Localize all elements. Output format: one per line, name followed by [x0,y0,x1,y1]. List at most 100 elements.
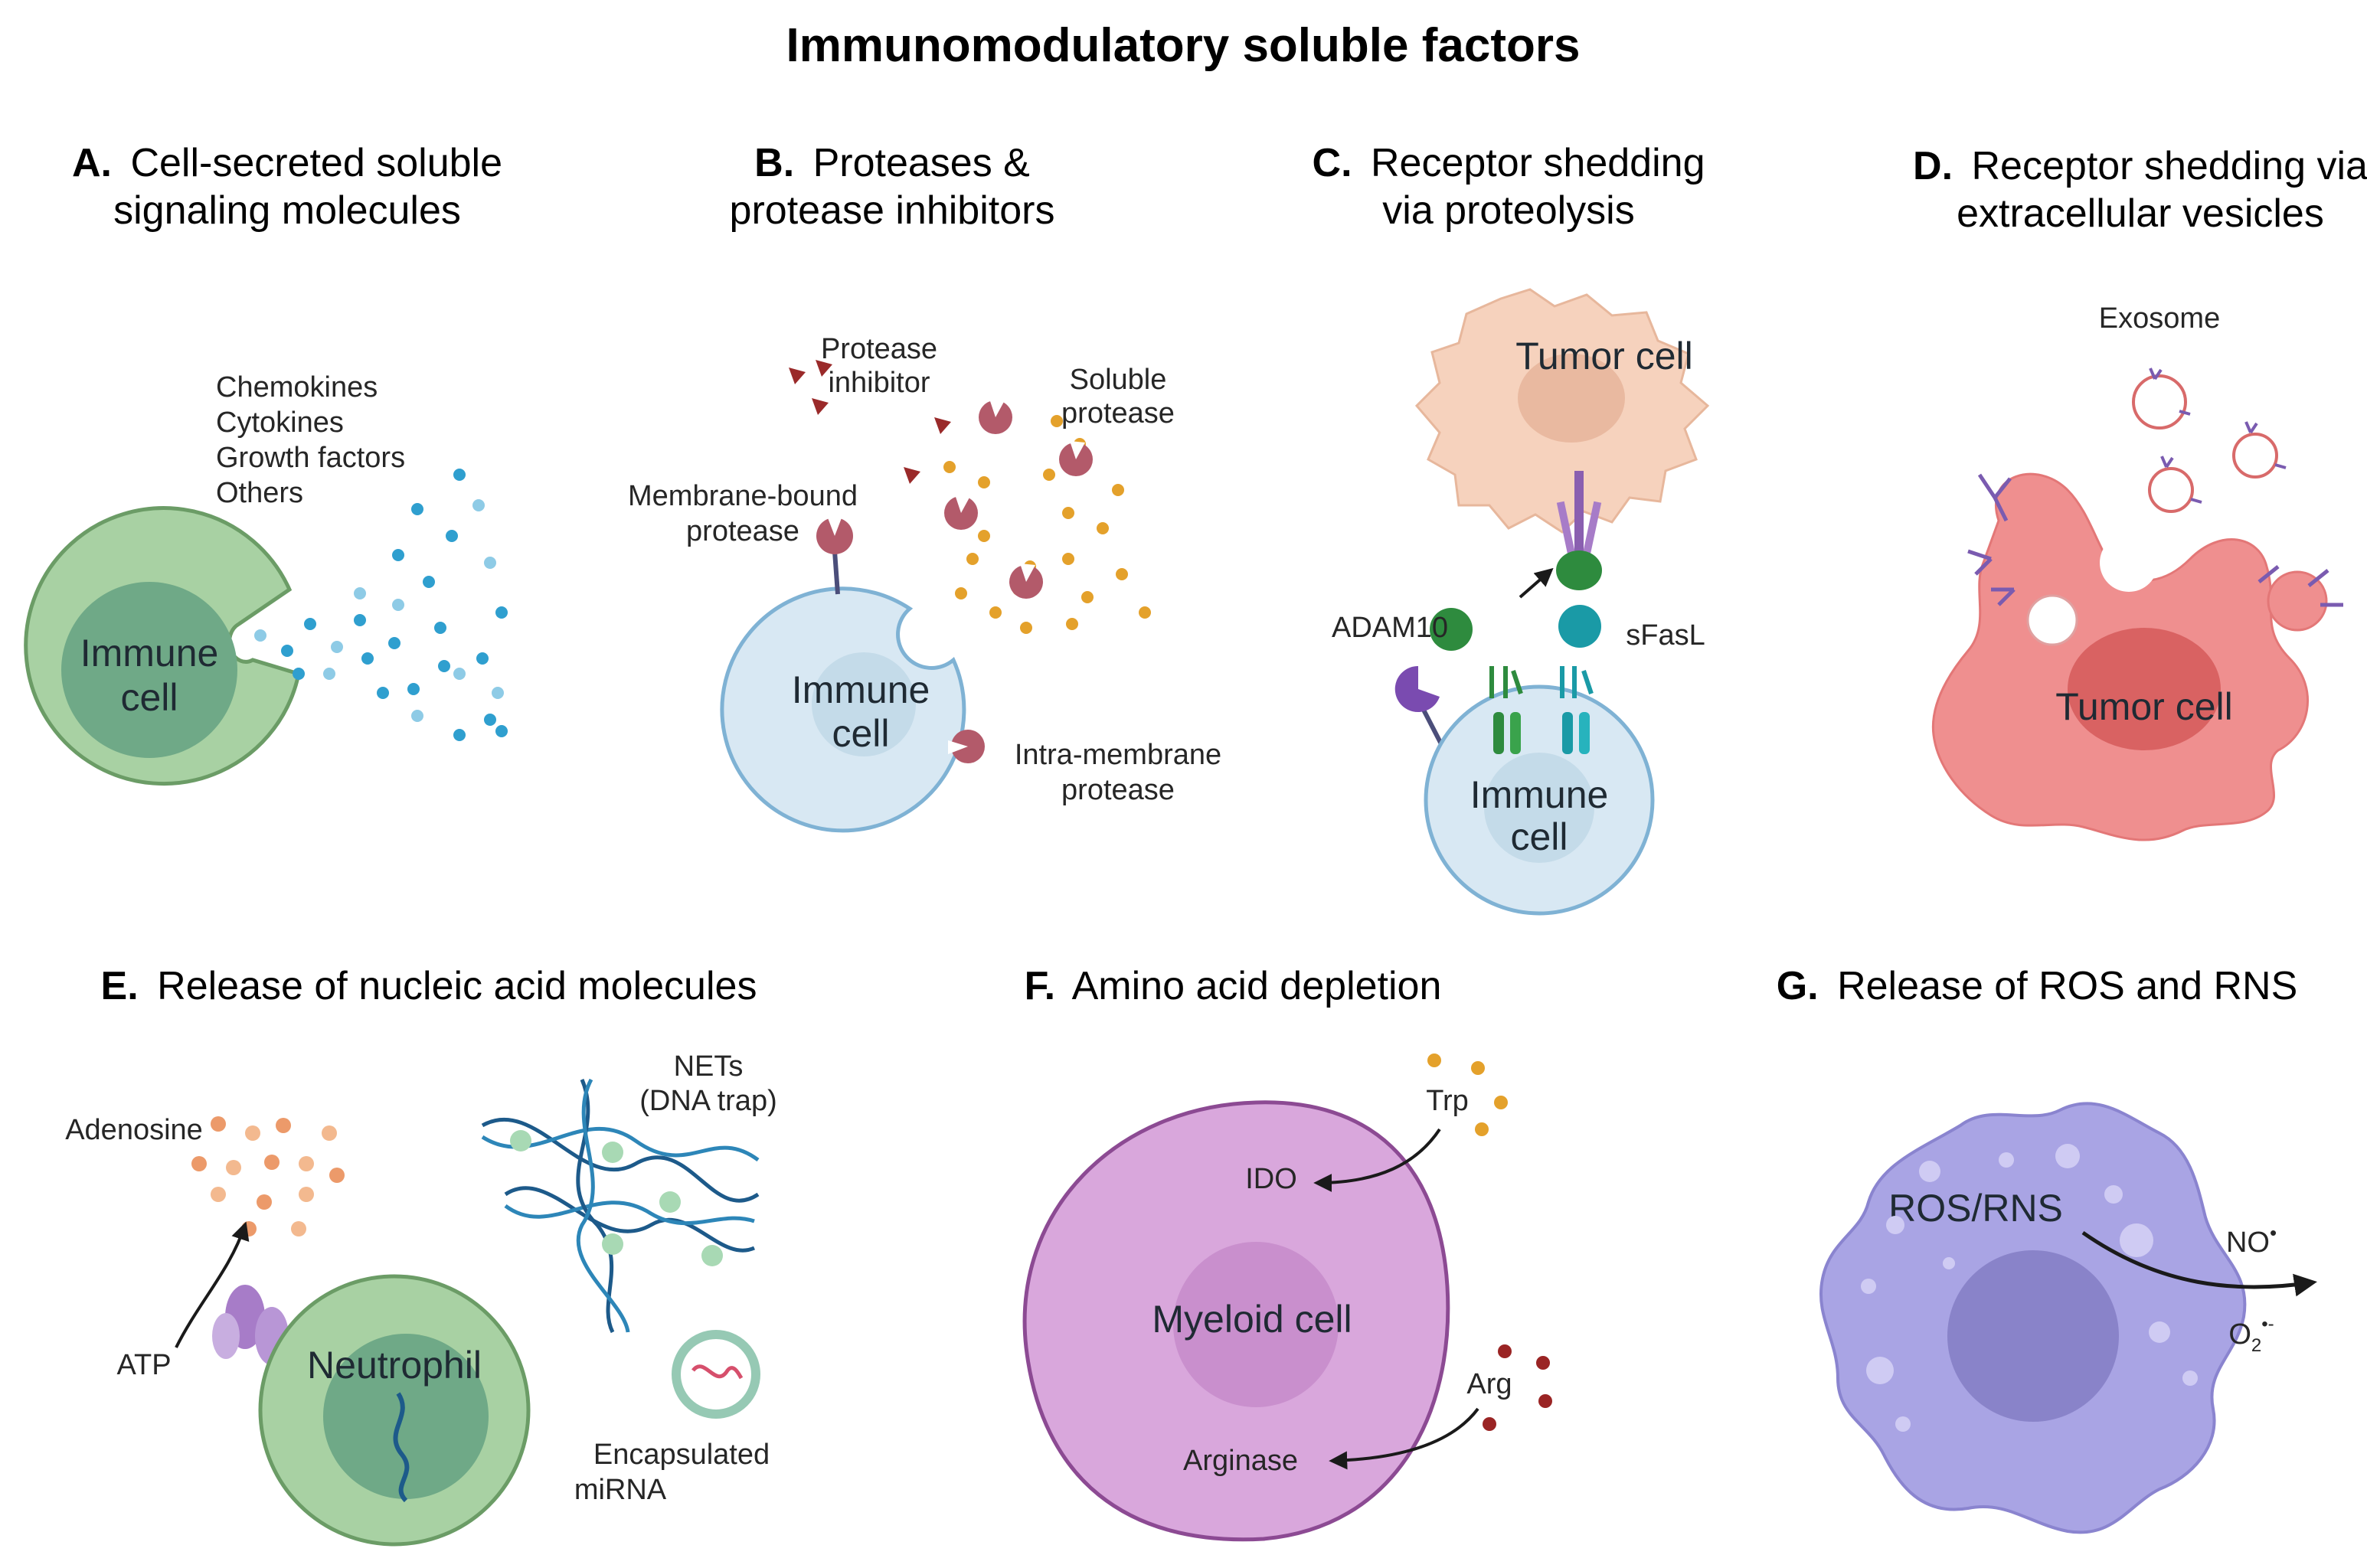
secreted-molecule [392,599,404,611]
ros-granule [1999,1152,2014,1168]
arg-arrow [1329,1407,1479,1470]
secreted-molecule [323,668,335,680]
panel-g-letter: G. [1777,964,1819,1008]
protease-substrate-dot [1066,618,1078,630]
immune-cell-b-label-line1: Immune [792,668,930,711]
secreted-molecule [254,629,266,642]
arg-molecule [1483,1417,1496,1431]
ros-granule [2149,1321,2170,1343]
immune-cell-a-label-line1: Immune [80,632,219,675]
secreted-molecule [411,710,423,722]
shedding-arrow [1519,567,1554,599]
amino-acid-molecules [1427,1054,1552,1431]
exosomes [2132,368,2287,513]
immune-cell-a-label-line2: cell [120,676,178,719]
secreted-molecule [453,729,466,741]
tumor-cell-d: Tumor cell [1931,472,2328,841]
tumor-cell-c-label: Tumor cell [1515,335,1693,377]
intra-membrane-protease-label-line2: protease [1061,774,1175,806]
immune-cell-a: Immune cell [24,506,301,786]
encapsulated-mirna-label-line1: Encapsulated [593,1439,770,1471]
protease-substrate-dot [1081,591,1094,603]
arg-molecule [1536,1356,1550,1370]
arg-molecule [1538,1394,1552,1408]
panel-b-letter: B. [754,141,794,185]
adam10-label: ADAM10 [1332,612,1448,644]
protease-field [789,360,1151,634]
protease-substrate-dot [1020,622,1032,634]
adenosine-molecule [211,1187,226,1202]
atp-label: ATP [116,1349,171,1381]
secreted-molecule [434,622,446,634]
panel-d-title-line1: Receptor shedding via [1972,144,2367,188]
neutrophil: Neutrophil [258,1274,531,1547]
secreted-molecule [423,576,435,588]
immune-cell-b-nucleus [812,652,916,756]
exosome-label: Exosome [2099,302,2220,335]
no-radical-label: NO• [2226,1221,2277,1259]
secreted-molecule [495,725,508,737]
ros-rns-label: ROS/RNS [1888,1187,2063,1230]
protease-inhibitor [934,417,951,434]
neutrophil-label: Neutrophil [307,1344,482,1387]
immune-cell-c-label-line2: cell [1510,815,1568,858]
neutrophil-dna [393,1392,410,1503]
tumor-cell-d-receptors [1967,473,2343,607]
immune-cell-c-nucleus [1484,753,1594,863]
arg-label: Arg [1466,1368,1512,1400]
secreted-molecule [453,469,466,481]
internal-vesicle [2026,594,2078,646]
secreted-molecule [354,587,366,599]
protease-inhibitor-label-line2: inhibitor [828,367,930,399]
encapsulated-mirna-label-line2: miRNA [574,1474,667,1506]
ros-granule [1943,1257,1955,1269]
encapsulated-mirna [672,1330,760,1419]
panel-e-title-text: Release of nucleic acid molecules [157,964,757,1008]
panel-e-letter: E. [101,964,139,1008]
adenosine-molecule [257,1194,272,1210]
fas-receptor [1556,471,1602,590]
protease-substrate-dot [1043,469,1055,481]
intra-membrane-protease [948,730,985,763]
secreted-molecule [453,668,466,680]
immune-cell-c-label-line1: Immune [1470,773,1609,816]
protease-substrate-dot [1097,522,1109,534]
adenosine-molecule [211,1116,226,1132]
molecule-list-cytokines: Cytokines [216,407,344,439]
ros-granule [1861,1279,1876,1294]
ros-cell: ROS/RNS [1819,1102,2247,1534]
panel-f-title: F. Amino acid depletion [1025,964,1442,1008]
ros-granule [1866,1357,1894,1384]
panel-c-letter: C. [1313,141,1352,185]
membrane-fasl [1489,666,1594,754]
secreted-molecule [476,652,489,665]
panel-b-title-line1: Proteases & [813,141,1030,185]
adenosine-label: Adenosine [65,1114,203,1146]
nets-label-line1: NETs [674,1050,744,1083]
tumor-cell-d-nucleus [2068,628,2221,750]
protease-substrate-dot [966,553,979,565]
no-text: NO [2226,1227,2270,1259]
immune-cell-a-nucleus [61,582,237,758]
adenosine-molecule [299,1156,314,1171]
panel-e: E. Release of nucleic acid molecules Ade… [65,964,777,1547]
o2-text: O [2228,1318,2251,1351]
panel-d-title: D. Receptor shedding via [1913,144,2367,188]
immune-cell-b: Immune cell [720,586,966,833]
protease-inhibitor [816,360,832,377]
panel-b-title: B. Proteases & [754,141,1030,185]
adenosine-molecule [191,1156,207,1171]
panel-d: D. Receptor shedding via extracellular v… [1913,144,2367,841]
ros-granule [1886,1216,1904,1234]
molecule-list-others: Others [216,477,303,509]
ros-granules [1861,1144,2198,1432]
trp-molecule [1494,1096,1508,1109]
ros-granule [2182,1370,2198,1386]
secreted-molecule [388,637,400,649]
secreted-molecule [281,645,293,657]
trp-label: Trp [1426,1085,1469,1117]
adenosine-molecules [191,1116,345,1236]
protease-inhibitor [812,398,829,415]
secreted-molecule [492,687,504,699]
